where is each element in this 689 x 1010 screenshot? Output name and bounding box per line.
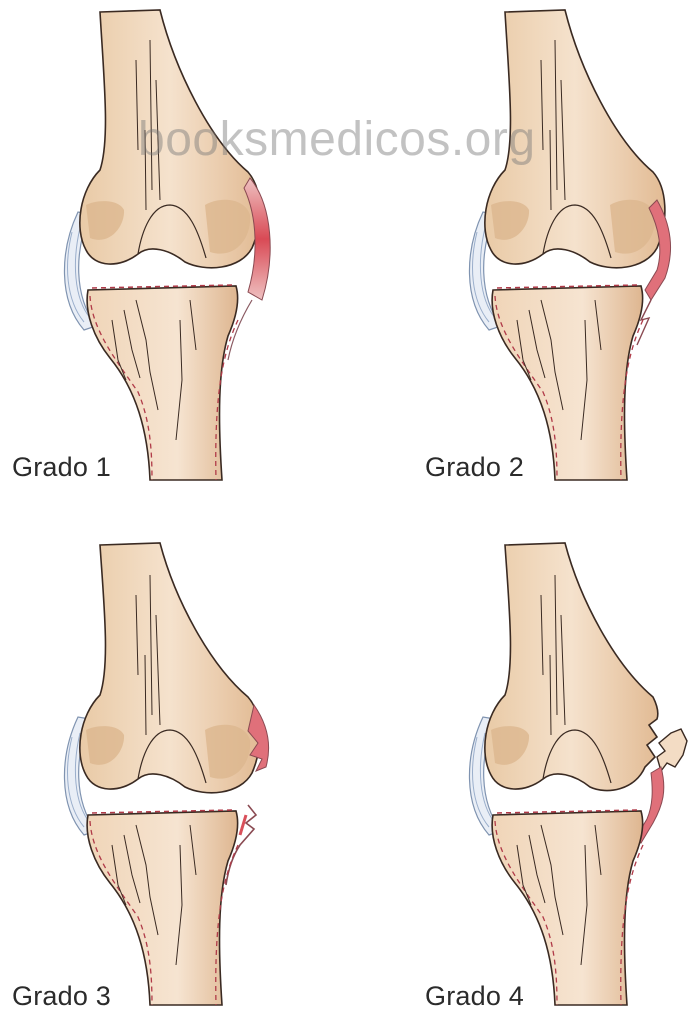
knee-illustration-grado-4 xyxy=(345,505,689,1010)
tibia xyxy=(492,286,642,480)
knee-illustration-grado-1 xyxy=(0,0,344,505)
panel-grado-3: Grado 3 xyxy=(0,505,344,1010)
knee-illustration-grado-2 xyxy=(345,0,689,505)
tibia xyxy=(87,286,237,480)
grade-label: Grado 2 xyxy=(425,452,524,483)
grade-label: Grado 1 xyxy=(12,452,111,483)
grade-label: Grado 4 xyxy=(425,981,524,1010)
watermark-text: booksmedicos.org xyxy=(138,112,536,167)
panel-grado-1: Grado 1 xyxy=(0,0,344,505)
avulsed-bone-fragment xyxy=(657,729,687,771)
panel-grado-4: Grado 4 xyxy=(345,505,689,1010)
tibia xyxy=(492,811,642,1005)
knee-illustration-grado-3 xyxy=(0,505,344,1010)
tibia xyxy=(87,811,237,1005)
panel-grado-2: Grado 2 xyxy=(345,0,689,505)
grade-label: Grado 3 xyxy=(12,981,111,1010)
